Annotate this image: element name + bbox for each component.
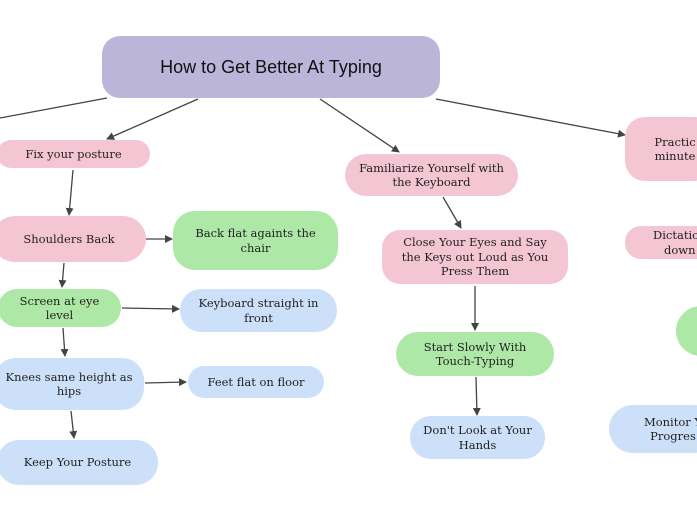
node-keyboard-straight-label: Keyboard straight in front <box>198 296 319 325</box>
connector-title-familiarize <box>319 98 400 153</box>
node-fix-posture-label: Fix your posture <box>25 146 122 161</box>
node-dont-look-label: Don't Look at Your Hands <box>423 423 532 452</box>
node-monitor-progress-label: Monitor Y Progres <box>643 414 697 443</box>
connector-familiarize-close-eyes <box>442 196 462 229</box>
node-practice-minutes[interactable]: Practic minute <box>625 117 697 181</box>
node-knees-hips-label: Knees same height as hips <box>5 369 133 398</box>
connector-screen-knees <box>60 327 69 357</box>
connector-screen-keyboard <box>121 304 180 313</box>
node-feet-flat-label: Feet flat on floor <box>207 374 305 389</box>
node-fix-posture[interactable]: Fix your posture <box>0 140 150 168</box>
node-familiarize-keyboard[interactable]: Familiarize Yourself with the Keyboard <box>345 154 518 196</box>
node-partial-green[interactable] <box>676 306 697 356</box>
node-keep-posture[interactable]: Keep Your Posture <box>0 440 158 485</box>
node-back-flat[interactable]: Back flat againts the chair <box>173 211 338 270</box>
node-back-flat-label: Back flat againts the chair <box>195 226 316 255</box>
node-keep-posture-label: Keep Your Posture <box>23 455 132 470</box>
connector-title-fix-posture <box>106 98 199 140</box>
node-dictation-label: Dictation down <box>653 228 697 257</box>
connector-knees-feet <box>144 378 187 387</box>
connector-shoulders-screen <box>58 262 67 288</box>
node-shoulders-back[interactable]: Shoulders Back <box>0 216 146 262</box>
node-monitor-progress[interactable]: Monitor Y Progres <box>609 405 697 453</box>
node-screen-eye-level-label: Screen at eye level <box>19 293 100 322</box>
node-practice-minutes-label: Practic minute <box>654 134 696 163</box>
node-keyboard-straight[interactable]: Keyboard straight in front <box>180 289 337 332</box>
connector-title-left-offscreen <box>0 97 108 119</box>
node-close-eyes-label: Close Your Eyes and Say the Keys out Lou… <box>401 235 549 279</box>
node-dont-look[interactable]: Don't Look at Your Hands <box>410 416 545 459</box>
connector-title-practice <box>435 98 626 138</box>
central-topic-label: How to Get Better At Typing <box>160 56 382 77</box>
node-feet-flat[interactable]: Feet flat on floor <box>188 366 324 398</box>
node-close-eyes[interactable]: Close Your Eyes and Say the Keys out Lou… <box>382 230 568 284</box>
node-start-slowly[interactable]: Start Slowly With Touch-Typing <box>396 332 554 376</box>
central-topic-node[interactable]: How to Get Better At Typing <box>102 36 440 98</box>
connector-fix-posture-shoulders <box>65 169 74 216</box>
node-knees-hips[interactable]: Knees same height as hips <box>0 358 144 410</box>
node-screen-eye-level[interactable]: Screen at eye level <box>0 289 121 327</box>
node-familiarize-keyboard-label: Familiarize Yourself with the Keyboard <box>359 160 504 189</box>
connector-start-slowly-dont-look <box>472 376 481 416</box>
node-dictation[interactable]: Dictation down <box>625 226 697 259</box>
connector-knees-keep <box>69 410 78 439</box>
node-shoulders-back-label: Shoulders Back <box>23 231 115 246</box>
node-start-slowly-label: Start Slowly With Touch-Typing <box>423 339 527 368</box>
